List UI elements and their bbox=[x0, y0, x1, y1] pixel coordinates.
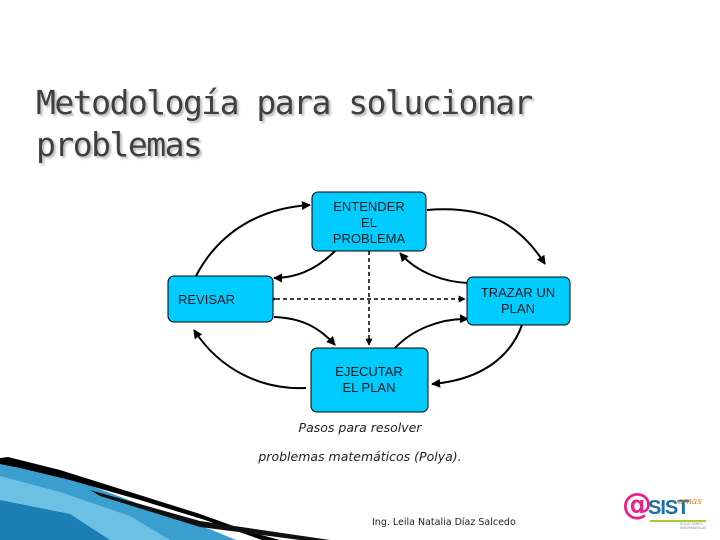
footer-swoosh-decoration bbox=[0, 457, 330, 540]
inner-arrow-execute-to-plan bbox=[394, 314, 469, 349]
slide-title: Metodología para solucionar problemas bbox=[36, 83, 533, 164]
inner-arrow-understand-to-review bbox=[273, 250, 336, 283]
node-execute-line-2: EL PLAN bbox=[343, 380, 396, 395]
author-credit: Ing. Leila Natalia Díaz Salcedo bbox=[372, 517, 516, 528]
node-understand-line-1: ENTENDER bbox=[333, 199, 405, 214]
logo-brand-suffix: emas bbox=[678, 497, 702, 507]
node-understand-line-2: EL bbox=[361, 215, 377, 230]
node-execute: EJECUTAR EL PLAN bbox=[310, 347, 429, 413]
node-understand-line-3: PROBLEMA bbox=[333, 231, 406, 246]
node-plan-line-2: PLAN bbox=[501, 301, 535, 316]
inner-arrow-plan-to-understand bbox=[399, 252, 469, 284]
node-review: REVISAR bbox=[167, 275, 274, 323]
cycle-arrow-execute-to-review bbox=[193, 329, 307, 390]
logo-underline bbox=[650, 520, 706, 522]
logo-at-symbol: @ bbox=[622, 487, 652, 522]
sistemas-logo: @ SIST emas SOLUCIONES INFORMÁTICAS bbox=[622, 487, 708, 530]
cycle-arrow-plan-to-execute bbox=[431, 324, 523, 388]
diagram-caption-line-1: Pasos para resolver bbox=[298, 420, 422, 435]
node-plan-line-1: TRAZAR UN bbox=[481, 285, 555, 300]
diagram-caption-line-2: problemas matemáticos (Polya). bbox=[258, 449, 462, 464]
node-execute-line-1: EJECUTAR bbox=[335, 364, 403, 379]
cycle-arrow-review-to-understand bbox=[195, 201, 311, 277]
cycle-arrow-understand-to-plan bbox=[426, 208, 546, 265]
logo-tagline: SOLUCIONES INFORMÁTICAS bbox=[680, 522, 707, 530]
node-plan: TRAZAR UN PLAN bbox=[466, 276, 571, 326]
inner-arrow-review-to-execute bbox=[273, 316, 336, 346]
node-understand: ENTENDER EL PROBLEMA bbox=[311, 191, 427, 252]
logo-brand-text: SIST bbox=[648, 497, 689, 519]
node-review-line-1: REVISAR bbox=[178, 292, 235, 307]
